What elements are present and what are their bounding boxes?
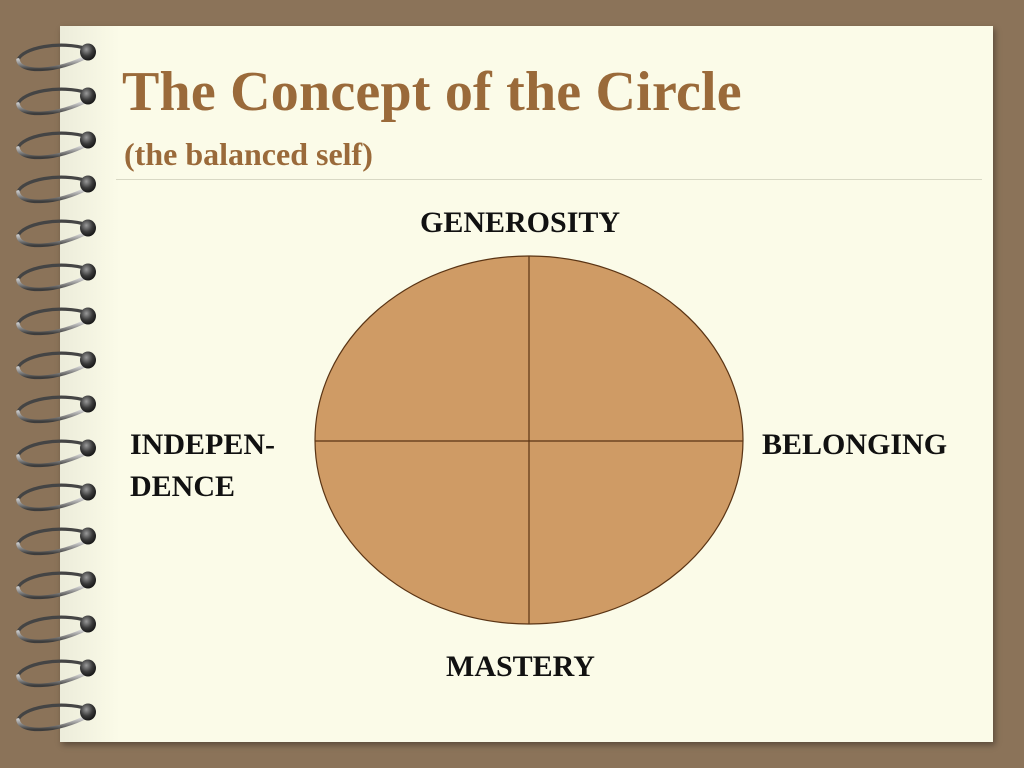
binding-ring xyxy=(16,571,96,600)
binding-ring xyxy=(16,395,96,424)
binding-ring xyxy=(16,219,96,248)
label-mastery: MASTERY xyxy=(446,650,595,683)
label-generosity: GENEROSITY xyxy=(420,206,621,239)
label-independence-line-2: DENCE xyxy=(130,470,236,503)
balanced-self-circle xyxy=(314,255,744,625)
binding-ring xyxy=(16,307,96,336)
slide-title: The Concept of the Circle xyxy=(122,61,742,123)
binding-ring xyxy=(16,263,96,292)
binding-ring xyxy=(16,527,96,556)
label-independence: INDEPEN- DENCE xyxy=(130,424,275,508)
binding-ring xyxy=(16,659,96,688)
slide-subtitle: (the balanced self) xyxy=(124,136,373,172)
binding-ring xyxy=(16,131,96,160)
spiral-binding-icon xyxy=(16,43,96,732)
binding-ring xyxy=(16,439,96,468)
label-belonging: BELONGING xyxy=(762,428,948,461)
binding-ring xyxy=(16,703,96,732)
binding-ring xyxy=(16,483,96,512)
binding-ring xyxy=(16,175,96,204)
label-independence-line-1: INDEPEN- xyxy=(130,428,276,461)
binding-ring xyxy=(16,351,96,380)
title-divider xyxy=(116,179,982,180)
binding-ring xyxy=(16,615,96,644)
binding-ring xyxy=(16,43,96,72)
binding-ring xyxy=(16,87,96,116)
